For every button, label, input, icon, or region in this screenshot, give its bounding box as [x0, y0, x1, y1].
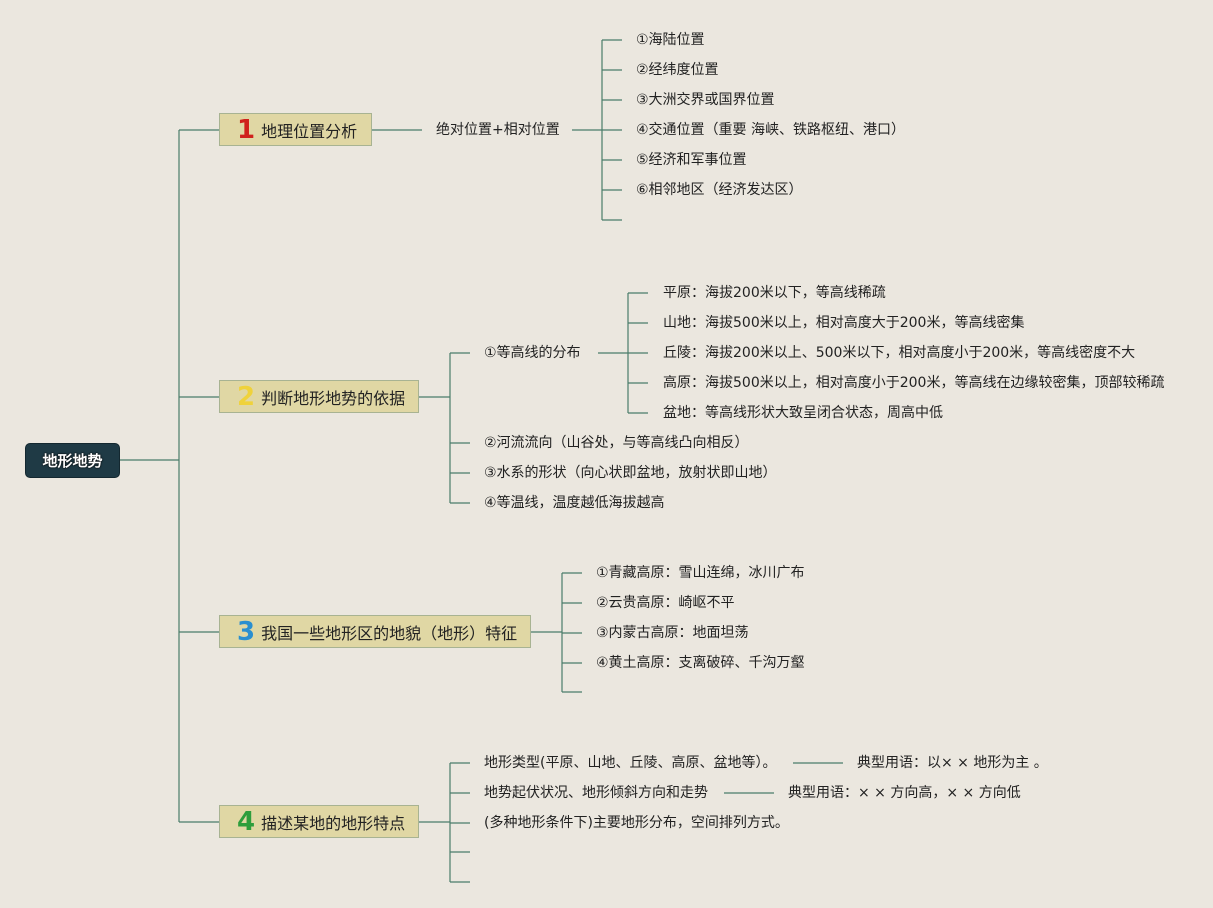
- number-badge-2: 2: [237, 381, 256, 412]
- branch1-item[interactable]: ③大洲交界或国界位置: [636, 92, 775, 108]
- branch1-item[interactable]: ④交通位置（重要 海峡、铁路枢纽、港口）: [636, 122, 905, 138]
- branch-label-1: 地理位置分析: [261, 121, 358, 141]
- number-badge-3: 3: [237, 616, 256, 647]
- branch2-landform-item[interactable]: 丘陵：海拔200米以上、500米以下，相对高度小于200米，等高线密度不大: [663, 345, 1136, 361]
- branch2-contour-item[interactable]: ①等高线的分布: [484, 345, 581, 361]
- number-badge-1: 1: [237, 114, 256, 145]
- number-badge-4: 4: [237, 806, 256, 837]
- branch4-note[interactable]: 典型用语：以× × 地形为主 。: [857, 755, 1048, 771]
- branch4-item[interactable]: (多种地形条件下)主要地形分布，空间排列方式。: [484, 815, 789, 831]
- branch2-item[interactable]: ③水系的形状（向心状即盆地，放射状即山地）: [484, 465, 777, 481]
- branch-label-4: 描述某地的地形特点: [261, 813, 406, 833]
- branch-label-2: 判断地形地势的依据: [261, 388, 406, 408]
- branch2-item[interactable]: ④等温线，温度越低海拔越高: [484, 495, 665, 511]
- root-label: 地形地势: [42, 452, 103, 470]
- branch4-item[interactable]: 地势起伏状况、地形倾斜方向和走势: [484, 785, 708, 801]
- branch3-item[interactable]: ④黄土高原：支离破碎、千沟万壑: [596, 655, 805, 671]
- branch3-item[interactable]: ③内蒙古高原：地面坦荡: [596, 625, 749, 641]
- branch-node-4[interactable]: 4 描述某地的地形特点: [219, 805, 419, 838]
- branch3-item[interactable]: ①青藏高原：雪山连绵，冰川广布: [596, 565, 805, 581]
- branch1-item[interactable]: ①海陆位置: [636, 32, 705, 48]
- branch-label-3: 我国一些地形区的地貌（地形）特征: [261, 623, 518, 643]
- branch3-item[interactable]: ②云贵高原：崎岖不平: [596, 595, 735, 611]
- branch4-item[interactable]: 地形类型(平原、山地、丘陵、高原、盆地等）。: [484, 755, 777, 771]
- branch-node-2[interactable]: 2 判断地形地势的依据: [219, 380, 419, 413]
- branch2-landform-item[interactable]: 平原：海拔200米以下，等高线稀疏: [663, 285, 886, 301]
- branch2-landform-item[interactable]: 高原：海拔500米以上，相对高度小于200米，等高线在边缘较密集，顶部较稀疏: [663, 375, 1165, 391]
- root-node[interactable]: 地形地势: [25, 443, 120, 478]
- branch-node-3[interactable]: 3 我国一些地形区的地貌（地形）特征: [219, 615, 531, 648]
- branch4-note[interactable]: 典型用语：× × 方向高，× × 方向低: [788, 785, 1021, 801]
- branch1-sub-label[interactable]: 绝对位置+相对位置: [436, 122, 560, 138]
- branch1-item[interactable]: ⑥相邻地区（经济发达区）: [636, 182, 803, 198]
- branch1-item[interactable]: ⑤经济和军事位置: [636, 152, 747, 168]
- branch2-landform-item[interactable]: 盆地：等高线形状大致呈闭合状态，周高中低: [663, 405, 943, 421]
- branch2-landform-item[interactable]: 山地：海拔500米以上，相对高度大于200米，等高线密集: [663, 315, 1025, 331]
- branch2-item[interactable]: ②河流流向（山谷处，与等高线凸向相反）: [484, 435, 749, 451]
- branch1-item[interactable]: ②经纬度位置: [636, 62, 719, 78]
- branch-node-1[interactable]: 1 地理位置分析: [219, 113, 372, 146]
